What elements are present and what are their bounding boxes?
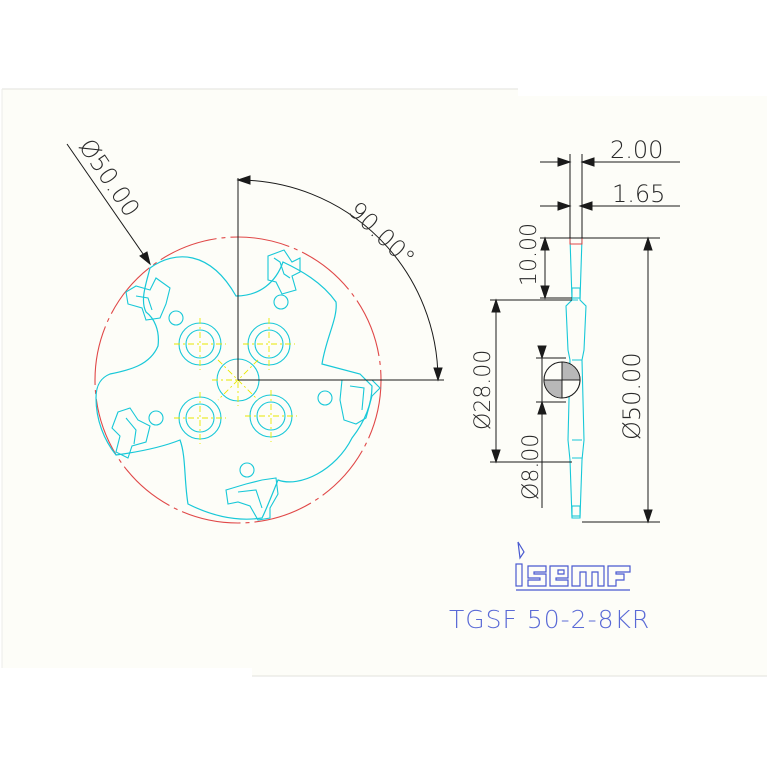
depth-dimension bbox=[540, 236, 660, 300]
width-second-label: 1.65 bbox=[612, 180, 665, 208]
brand-logo bbox=[515, 541, 631, 591]
bore-dimension bbox=[490, 298, 572, 464]
cutting-tip-bottom bbox=[225, 477, 279, 521]
width-top-label: 2.00 bbox=[610, 136, 663, 164]
hub-label: Ø8.00 bbox=[519, 434, 544, 500]
diameter-leader bbox=[66, 143, 151, 266]
part-number: TGSF 50-2-8KR bbox=[449, 605, 650, 634]
outer-dimension bbox=[582, 236, 660, 524]
width-dimensions bbox=[540, 154, 680, 238]
depth-label: 10.00 bbox=[517, 223, 542, 286]
cutting-tip-top bbox=[267, 249, 301, 295]
outer-label: Ø50.00 bbox=[618, 352, 646, 440]
blade-profile bbox=[565, 237, 587, 519]
hub-dimension bbox=[536, 345, 566, 508]
cutting-tip-right bbox=[339, 379, 381, 425]
bore-label: Ø28.00 bbox=[471, 350, 496, 430]
cutting-tip-lower-left bbox=[111, 407, 151, 459]
hub-section bbox=[543, 361, 581, 399]
side-view: 2.00 1.65 10.00 Ø28.00 Ø8.00 bbox=[449, 136, 680, 634]
cutting-tip-left bbox=[125, 277, 171, 321]
angle-dimension bbox=[236, 175, 444, 382]
